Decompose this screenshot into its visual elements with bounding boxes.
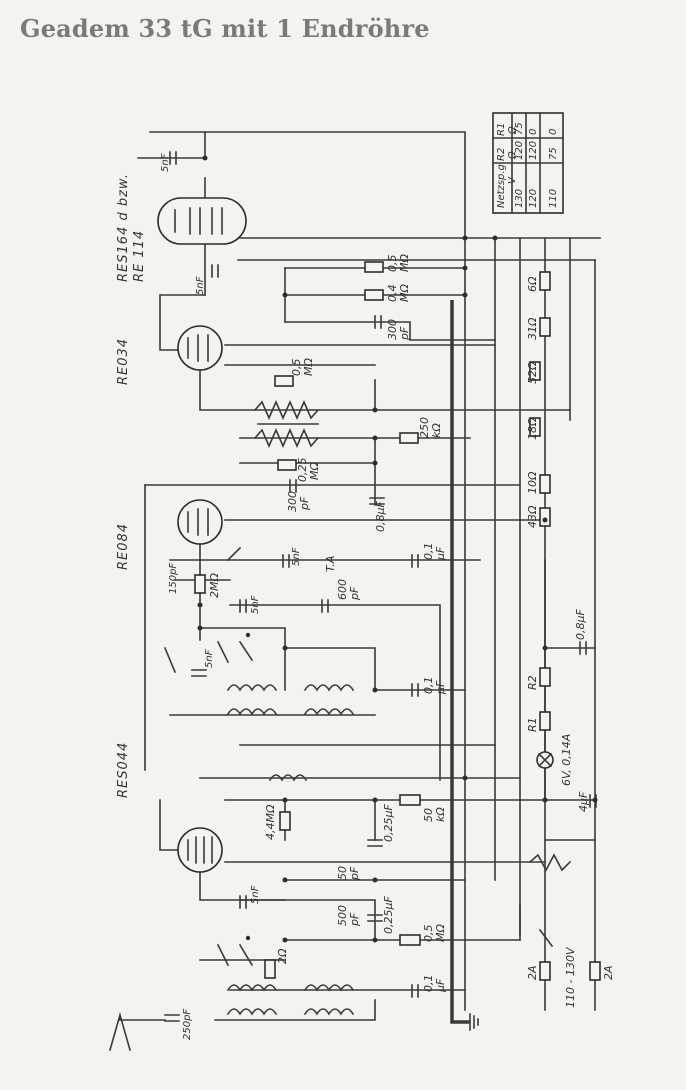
label-r2m: 2MΩ <box>208 573 221 598</box>
label-c01b: 0,1 <box>422 677 435 695</box>
label-r250: 250 <box>418 417 431 438</box>
table-header-r1-unit: Ω <box>507 126 518 135</box>
label-ta: T.A <box>324 556 337 572</box>
table-header-r1: R1 <box>496 123 507 136</box>
label-mains-voltage: 110 - 130V <box>564 946 577 1008</box>
label-c5nf-4: 5nF <box>250 595 261 614</box>
page-title: Geadem 33 tG mit 1 Endröhre <box>20 14 430 43</box>
inductors <box>226 684 355 1016</box>
antenna-symbol <box>109 1012 166 1051</box>
ground-symbol <box>469 1013 479 1031</box>
label-r1-mains: R1 <box>526 717 539 732</box>
label-c5nf-5: 5nF <box>204 649 215 668</box>
table-row3-v: 110 <box>548 189 559 208</box>
label-r2-mains: R2 <box>526 675 539 690</box>
pilot-lamp <box>536 751 554 769</box>
label-fuse-1: 2A <box>526 965 539 980</box>
label-c025b: 0,25μF <box>382 896 395 934</box>
label-r18: 18Ω <box>526 417 539 440</box>
label-c250: 250pF <box>182 1009 193 1040</box>
label-c5nf-top: 5nF <box>160 153 171 172</box>
label-r04: 0,4 <box>386 285 399 303</box>
output-coils <box>253 400 572 936</box>
label-c500-unit: pF <box>348 912 361 927</box>
table-row2-r2: 0 <box>528 129 539 135</box>
label-r05b-unit: MΩ <box>302 358 315 376</box>
switches <box>163 546 554 967</box>
label-fuse-2: 2A <box>602 965 615 980</box>
tube-label-re034: RE034 <box>116 338 131 385</box>
label-r50k: 50 <box>422 808 435 822</box>
table-row1-r1: 120 <box>514 141 525 160</box>
label-c300b-unit: pF <box>298 496 311 511</box>
fuses <box>539 961 601 981</box>
label-c5nf-2: 5nF <box>195 276 206 295</box>
table-row1-v: 130 <box>514 189 525 208</box>
label-c01a: 0,1 <box>422 543 435 561</box>
label-c600: 600 <box>336 579 349 600</box>
resistors <box>194 261 551 979</box>
label-r44: 4,4MΩ <box>264 804 277 840</box>
label-c5nf-3: 5nF <box>291 547 302 566</box>
label-c4uf: 4μF <box>577 791 590 812</box>
label-c150: 150pF <box>168 563 179 594</box>
tube-label-re114: RE 114 <box>132 230 147 282</box>
table-row3-r1: 75 <box>548 147 559 160</box>
table-row2-r1: 120 <box>528 141 539 160</box>
label-r05c: 0,5 <box>422 925 435 943</box>
label-r52: 52Ω <box>526 361 539 384</box>
label-r10: 10Ω <box>526 471 539 494</box>
label-c01c: 0,1 <box>422 975 435 993</box>
label-c300b: 300 <box>286 491 299 512</box>
label-c600-unit: pF <box>348 586 361 601</box>
label-c08: 0,8μF <box>374 501 387 532</box>
label-c08b: 0,8μF <box>574 609 587 640</box>
table-header-voltage: Netzsp.g. <box>496 161 507 208</box>
label-r43: 43Ω <box>526 505 539 528</box>
label-c01a-unit: μF <box>434 546 447 561</box>
label-r025: 0,25 <box>296 458 309 483</box>
component-labels: 5nF 5nF 0,5 MΩ 0,4 MΩ 300 pF 0,5 MΩ 250 … <box>160 153 615 1040</box>
label-c300: 300 <box>386 319 399 340</box>
label-lamp: 6V, 0,14A <box>560 734 573 786</box>
label-c025a: 0,25μF <box>382 804 395 842</box>
table-row1-r2: 75 <box>514 122 525 135</box>
voltage-table: Netzsp.g. V R1 Ω R2 Ω 130 120 75 120 120… <box>492 112 564 214</box>
table-row3-r2: 0 <box>548 129 559 135</box>
tube-1 <box>157 197 247 245</box>
label-r05a: 0,5 <box>386 255 399 273</box>
label-r31: 31Ω <box>526 317 539 340</box>
table-header-r2-unit: Ω <box>507 151 518 160</box>
tube-label-res044: RES044 <box>116 742 131 798</box>
label-r05a-unit: MΩ <box>398 254 411 272</box>
tube-label-res164: RES164 d bzw. <box>116 173 131 282</box>
label-r025-unit: MΩ <box>308 462 321 480</box>
label-c01c-unit: μF <box>434 978 447 993</box>
label-r05c-unit: MΩ <box>434 924 447 942</box>
label-c5nf-6: 5nF <box>250 885 261 904</box>
label-r50k-unit: kΩ <box>434 807 447 822</box>
label-c01b-unit: μF <box>434 680 447 695</box>
ground-bus <box>450 300 470 1024</box>
tube-4 <box>177 827 223 873</box>
capacitors <box>164 151 597 1022</box>
label-c50-unit: pF <box>348 866 361 881</box>
tube-3 <box>177 499 223 545</box>
label-r04-unit: MΩ <box>398 284 411 302</box>
label-r6: 6Ω <box>526 276 539 292</box>
label-c500: 500 <box>336 905 349 926</box>
table-row2-v: 120 <box>528 189 539 208</box>
label-r250-unit: kΩ <box>430 423 443 438</box>
junctions <box>197 155 598 943</box>
table-header-voltage-unit: V <box>507 176 518 184</box>
label-c50: 50 <box>336 866 349 880</box>
label-c300-unit: pF <box>398 326 411 341</box>
label-r05b: 0,5 <box>290 359 303 377</box>
table-header-r2: R2 <box>496 148 507 161</box>
label-r2om: 2Ω <box>276 948 289 964</box>
tube-2 <box>177 325 223 371</box>
tube-label-re084: RE084 <box>116 523 131 570</box>
